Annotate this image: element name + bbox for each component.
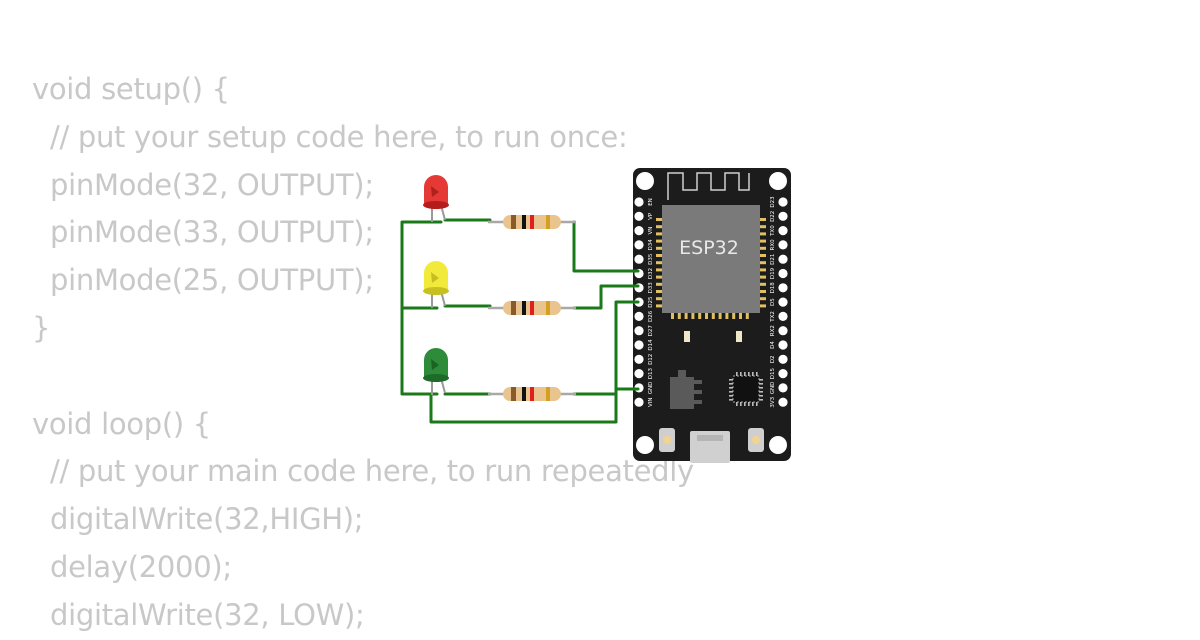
smd-component: [684, 331, 690, 342]
pin-label: D23: [770, 196, 776, 208]
wire-d32: [572, 220, 640, 273]
wire-d25: [572, 300, 640, 396]
code-line: }: [32, 310, 51, 345]
pin-right-d19[interactable]: [778, 268, 788, 279]
esp32-chip: [662, 205, 760, 313]
esp32-board[interactable]: ESP32 ENVPVND34D35D32D33D25D26D27D14D12D…: [633, 168, 791, 463]
pin-label: D19: [770, 267, 776, 279]
chip-label: ESP32: [679, 237, 739, 259]
pin-label: D14: [648, 339, 654, 351]
resistor-3[interactable]: [488, 387, 576, 401]
code-editor[interactable]: void setup() { // put your setup code her…: [32, 66, 694, 640]
pin-right-d4[interactable]: [778, 340, 788, 350]
pin-label: VP: [648, 212, 654, 220]
pin-label: D33: [648, 282, 654, 294]
code-line: void setup() {: [32, 72, 230, 106]
pin-label: TX0: [770, 225, 776, 237]
pin-right-d5[interactable]: [778, 297, 788, 307]
pin-left-d13[interactable]: [634, 369, 644, 379]
pin-label: D15: [770, 367, 776, 379]
code-line: pinMode(32, OUTPUT);: [50, 167, 374, 202]
pin-label: D27: [648, 325, 654, 337]
led-red[interactable]: [423, 175, 449, 222]
boot-button[interactable]: [659, 428, 675, 452]
resistor-1[interactable]: [488, 215, 576, 229]
pin-label: D25: [648, 296, 654, 308]
pin-right-gnd[interactable]: [778, 383, 788, 393]
pin-left-en[interactable]: [634, 197, 644, 207]
mount-hole: [769, 172, 787, 190]
led-green[interactable]: [423, 348, 449, 395]
pin-label: VN: [648, 227, 654, 235]
pin-label: D32: [648, 268, 654, 279]
mount-hole: [636, 436, 654, 454]
pin-label: D4: [770, 341, 776, 349]
pin-left-d14[interactable]: [634, 340, 644, 350]
pin-label: D5: [770, 298, 776, 306]
wires: [400, 218, 640, 424]
pin-left-d12[interactable]: [634, 354, 644, 364]
code-line: // put your main code here, to run repea…: [50, 454, 694, 489]
pin-label: 3V3: [770, 396, 776, 407]
pin-label: RX0: [770, 239, 776, 251]
pin-left-d26[interactable]: [634, 311, 644, 321]
pin-label: GND: [648, 382, 654, 395]
pin-label: GND: [770, 382, 776, 395]
en-button[interactable]: [748, 428, 764, 452]
pin-right-tx0[interactable]: [778, 226, 788, 236]
pin-label: TX2: [770, 311, 776, 323]
pin-left-vn[interactable]: [634, 226, 644, 236]
pin-label: D22: [770, 211, 776, 222]
pin-label: VIN: [648, 397, 654, 407]
pin-right-rx0[interactable]: [778, 240, 788, 250]
code-line: digitalWrite(32,HIGH);: [50, 502, 364, 537]
pin-label: D18: [770, 282, 776, 294]
mount-hole: [769, 436, 787, 454]
pin-right-d15[interactable]: [778, 369, 788, 379]
pin-right-d21[interactable]: [778, 254, 788, 264]
pin-right-3v3[interactable]: [778, 397, 788, 407]
wire-d33: [572, 284, 640, 310]
pin-right-rx2[interactable]: [778, 326, 788, 336]
pin-left-vp[interactable]: [634, 211, 644, 221]
code-line: // put your setup code here, to run once…: [50, 119, 628, 154]
pin-right-d23[interactable]: [778, 197, 788, 207]
voltage-regulator: [670, 377, 694, 409]
pin-label: D26: [648, 310, 654, 322]
usb-serial-chip: [729, 372, 763, 406]
pin-label: D12: [648, 354, 654, 365]
pin-label: D35: [648, 253, 654, 265]
antenna-trace: [667, 172, 750, 200]
pin-left-vin[interactable]: [634, 397, 644, 407]
pin-right-d18[interactable]: [778, 283, 788, 293]
smd-component: [736, 331, 742, 342]
mount-hole: [636, 172, 654, 190]
pin-left-d35[interactable]: [634, 254, 644, 264]
pin-label: D21: [770, 254, 776, 265]
pin-label: D2: [770, 355, 776, 363]
code-line: digitalWrite(32, LOW);: [50, 597, 365, 632]
code-line: void loop() {: [32, 406, 211, 441]
resistor-2[interactable]: [488, 301, 576, 315]
code-line: delay(2000);: [50, 549, 232, 584]
pin-left-d27[interactable]: [634, 326, 644, 336]
code-line: pinMode(25, OUTPUT);: [50, 263, 374, 298]
pin-label: D34: [648, 239, 654, 251]
led-yellow[interactable]: [423, 261, 449, 308]
pin-right-d22[interactable]: [778, 211, 788, 221]
pin-label: EN: [648, 198, 654, 206]
pin-right-d2[interactable]: [778, 354, 788, 364]
pin-label: D13: [648, 367, 654, 379]
pin-label: RX2: [770, 325, 776, 336]
wire-gnd-board: [429, 387, 640, 424]
pin-left-d34[interactable]: [634, 240, 644, 250]
pin-right-tx2[interactable]: [778, 311, 788, 321]
code-line: pinMode(33, OUTPUT);: [50, 215, 374, 250]
